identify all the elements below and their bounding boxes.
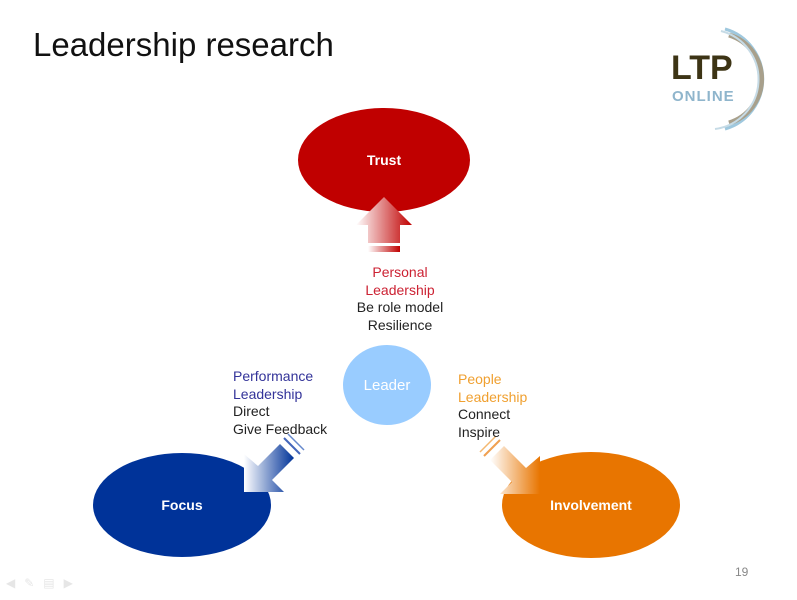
personal-heading-1: Personal bbox=[372, 264, 428, 280]
page-number: 19 bbox=[735, 565, 749, 579]
arrow-right-icon[interactable]: ▶ bbox=[63, 576, 73, 590]
people-item: Connect bbox=[458, 406, 511, 422]
trust-label: Trust bbox=[366, 152, 402, 168]
leader-node: Leader bbox=[343, 345, 431, 425]
arrow-left-icon[interactable]: ◀ bbox=[6, 576, 16, 590]
logo-ltp-text: LTP bbox=[671, 49, 733, 87]
trust-node: Trust bbox=[298, 108, 470, 212]
arrow-down-left-icon bbox=[244, 433, 305, 492]
performance-item: Give Feedback bbox=[233, 420, 328, 437]
slideshow-nav: ◀ ✎ ▤ ▶ bbox=[6, 576, 73, 590]
performance-heading-2: Leadership bbox=[233, 385, 303, 402]
pen-icon[interactable]: ✎ bbox=[24, 576, 35, 590]
personal-item: Be role model bbox=[356, 299, 444, 315]
performance-leadership-label: Performance Leadership Direct Give Feedb… bbox=[233, 368, 327, 438]
people-heading-2: Leadership bbox=[458, 388, 528, 405]
personal-heading-2: Leadership bbox=[365, 281, 435, 298]
menu-icon[interactable]: ▤ bbox=[43, 576, 55, 590]
personal-item: Resilience bbox=[367, 316, 433, 333]
arrow-down-right-icon bbox=[479, 435, 540, 494]
slide-title: Leadership research bbox=[33, 26, 334, 63]
focus-label: Focus bbox=[161, 497, 203, 513]
people-heading-1: People bbox=[458, 371, 502, 387]
focus-node: Focus bbox=[93, 453, 271, 557]
leader-label: Leader bbox=[363, 376, 411, 394]
ltp-online-logo: LTP ONLINE bbox=[655, 25, 785, 135]
people-item: Inspire bbox=[458, 423, 501, 440]
logo-online-text: ONLINE bbox=[672, 88, 735, 105]
performance-item: Direct bbox=[233, 403, 270, 419]
personal-leadership-label: Personal Leadership Be role model Resili… bbox=[340, 264, 460, 334]
people-leadership-label: People Leadership Connect Inspire bbox=[458, 371, 527, 441]
arrow-up-icon bbox=[356, 197, 412, 252]
involvement-label: Involvement bbox=[550, 497, 632, 513]
logo-swoosh-icon bbox=[714, 27, 765, 131]
performance-heading-1: Performance bbox=[233, 368, 314, 384]
